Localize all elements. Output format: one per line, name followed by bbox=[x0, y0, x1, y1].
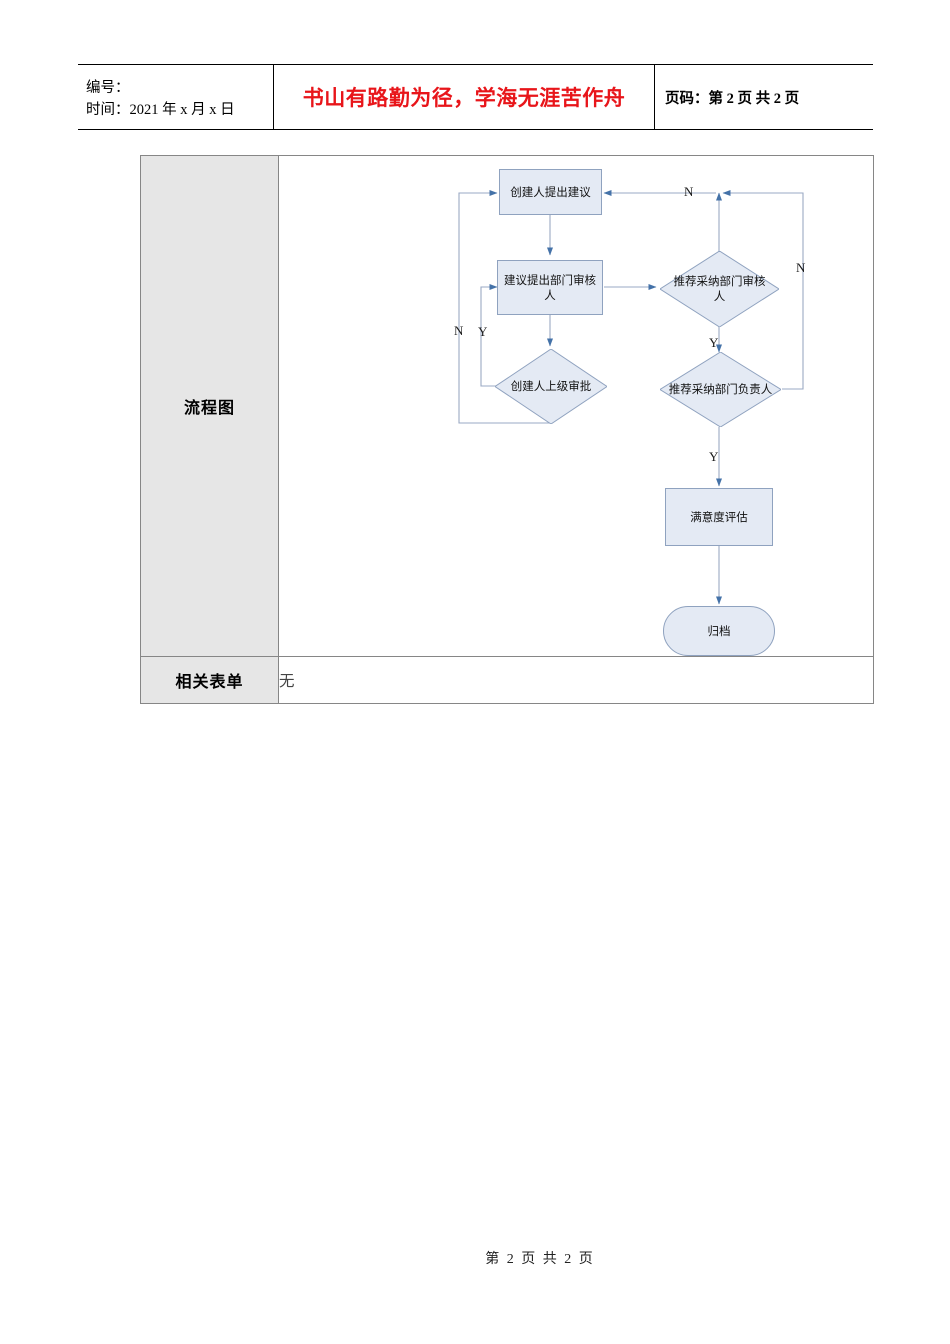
flow-node-label: 创建人提出建议 bbox=[510, 184, 591, 199]
row-label-flowchart: 流程图 bbox=[140, 155, 279, 657]
edge-label-y-mid: Y bbox=[709, 335, 719, 350]
edge-label-y-left: Y bbox=[478, 324, 488, 339]
flow-node-dept-reviewer[interactable]: 建议提出部门审核人 bbox=[497, 260, 603, 315]
flowchart-connectors bbox=[458, 189, 804, 605]
row-value-related-forms: 无 bbox=[278, 656, 874, 704]
flow-node-label: 建议提出部门审核人 bbox=[504, 272, 596, 302]
flow-node-creator-supervisor-approval[interactable]: 创建人上级审批 bbox=[495, 349, 607, 424]
flow-node-satisfaction-evaluation[interactable]: 满意度评估 bbox=[665, 488, 773, 546]
flow-node-adopting-dept-reviewer[interactable]: 推荐采纳部门审核人 bbox=[660, 251, 779, 327]
edge-label-y-lower: Y bbox=[709, 449, 719, 464]
page-header: 编号： 时间：2021 年 x 月 x 日 书山有路勤为径，学海无涯苦作舟 页码… bbox=[78, 64, 873, 130]
flow-node-create-proposal[interactable]: 创建人提出建议 bbox=[499, 169, 602, 215]
header-meta: 编号： 时间：2021 年 x 月 x 日 bbox=[78, 65, 274, 129]
flow-node-label: 推荐采纳部门审核人 bbox=[673, 274, 766, 303]
diamond-shape bbox=[660, 352, 781, 427]
footer-page-number: 第 2 页 共 2 页 bbox=[485, 1252, 595, 1267]
diamond-shape bbox=[660, 251, 779, 327]
flow-node-archive[interactable]: 归档 bbox=[663, 606, 775, 656]
header-number-label: 编号： bbox=[86, 80, 130, 97]
flow-node-label: 归档 bbox=[707, 623, 731, 638]
header-page-info: 页码：第 2 页 共 2 页 bbox=[665, 90, 800, 107]
header-motto: 书山有路勤为径，学海无涯苦作舟 bbox=[274, 65, 655, 129]
page-footer: 第 2 页 共 2 页 bbox=[0, 1248, 950, 1268]
flow-node-label: 满意度评估 bbox=[690, 509, 748, 524]
table-row-related-forms: 相关表单 无 bbox=[140, 656, 874, 704]
flowchart-canvas: 创建人提出建议 建议提出部门审核人 创建人上级审批 推荐采纳部门审核人 bbox=[279, 156, 873, 656]
flowchart-cell: 创建人提出建议 建议提出部门审核人 创建人上级审批 推荐采纳部门审核人 bbox=[278, 155, 874, 657]
edge-label-n-right: N bbox=[796, 260, 806, 275]
content-table: 流程图 bbox=[140, 155, 874, 704]
edge-label-n-left: N bbox=[454, 323, 464, 338]
edge-label-n-top: N bbox=[684, 184, 694, 199]
flow-node-adopting-dept-manager[interactable]: 推荐采纳部门负责人 bbox=[660, 352, 781, 427]
header-time-label: 时间：2021 年 x 月 x 日 bbox=[86, 101, 235, 118]
row-label-related-forms: 相关表单 bbox=[140, 656, 279, 704]
flow-node-label: 推荐采纳部门负责人 bbox=[668, 382, 773, 397]
flow-node-label: 创建人上级审批 bbox=[510, 379, 592, 394]
diamond-shape bbox=[495, 349, 607, 424]
table-row-flowchart: 流程图 bbox=[140, 155, 874, 657]
